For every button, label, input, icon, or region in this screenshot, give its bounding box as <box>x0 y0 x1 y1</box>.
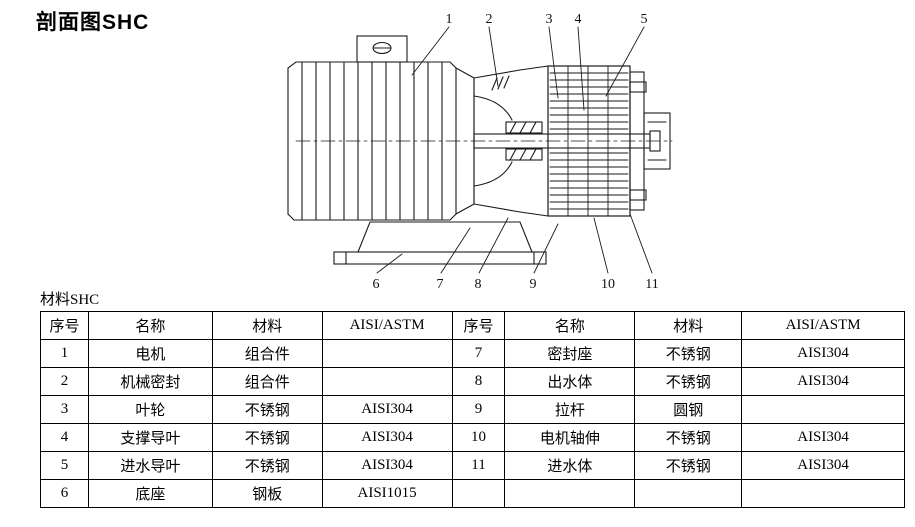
leader-11 <box>629 213 653 274</box>
table-row: 1 电机 组合件 7 密封座 不锈钢 AISI304 <box>40 339 905 368</box>
seal-housing <box>473 65 549 217</box>
col-header-no-right: 序号 <box>451 311 506 340</box>
cell: 10 <box>451 423 506 452</box>
leader-4 <box>577 26 585 111</box>
cell: 钢板 <box>211 479 323 508</box>
table-header-row: 序号 名称 材料 AISI/ASTM 序号 名称 材料 AISI/ASTM <box>40 311 905 340</box>
cell: 叶轮 <box>87 395 213 424</box>
col-header-material-right: 材料 <box>634 311 743 340</box>
callout-5-label: 5 <box>641 12 648 27</box>
cell: 不锈钢 <box>634 451 743 480</box>
cell: 出水体 <box>504 367 636 396</box>
col-header-material-left: 材料 <box>211 311 323 340</box>
cell <box>634 479 743 508</box>
motor-body <box>287 61 457 221</box>
leader-5 <box>605 26 645 97</box>
callout-1-label: 1 <box>446 12 453 27</box>
cell: 组合件 <box>211 367 323 396</box>
table-row: 5 进水导叶 不锈钢 AISI304 11 进水体 不锈钢 AISI304 <box>40 451 905 480</box>
leader-8 <box>478 217 509 274</box>
cell: 机械密封 <box>87 367 213 396</box>
cell: 进水导叶 <box>87 451 213 480</box>
table-row: 3 叶轮 不锈钢 AISI304 9 拉杆 圆钢 <box>40 395 905 424</box>
cell: 7 <box>451 339 506 368</box>
cell <box>321 339 453 368</box>
callout-11-label: 11 <box>645 277 658 292</box>
leader-9 <box>533 223 559 274</box>
cell: 电机轴伸 <box>504 423 636 452</box>
pump-cross-section-drawing: 1 2 3 4 5 6 7 8 9 10 11 <box>287 12 673 292</box>
table-row: 6 底座 钢板 AISI1015 <box>40 479 905 508</box>
cell: 3 <box>40 395 89 424</box>
cell: 不锈钢 <box>634 367 743 396</box>
mechanical-seal <box>505 121 543 161</box>
cell: 不锈钢 <box>211 451 323 480</box>
cell: 9 <box>451 395 506 424</box>
leader-6 <box>376 253 403 274</box>
cell <box>321 367 453 396</box>
cell: 电机 <box>87 339 213 368</box>
cell: 不锈钢 <box>634 423 743 452</box>
cell: AISI1015 <box>321 479 453 508</box>
pump-base <box>333 221 547 265</box>
cell: 8 <box>451 367 506 396</box>
leader-3 <box>548 26 559 99</box>
cell: 密封座 <box>504 339 636 368</box>
materials-table: 序号 名称 材料 AISI/ASTM 序号 名称 材料 AISI/ASTM 1 … <box>40 311 905 508</box>
page-title: 剖面图SHC <box>36 11 150 34</box>
cell <box>504 479 636 508</box>
cell: AISI304 <box>741 423 905 452</box>
materials-table-label: 材料SHC <box>40 292 100 308</box>
cell: 11 <box>451 451 506 480</box>
cell: 不锈钢 <box>211 423 323 452</box>
cell <box>741 395 905 424</box>
cell <box>451 479 506 508</box>
col-header-no-left: 序号 <box>40 311 89 340</box>
cell: 支撑导叶 <box>87 423 213 452</box>
cell: 组合件 <box>211 339 323 368</box>
cell: AISI304 <box>321 423 453 452</box>
leader-2 <box>488 26 499 87</box>
table-row: 4 支撑导叶 不锈钢 AISI304 10 电机轴伸 不锈钢 AISI304 <box>40 423 905 452</box>
cell <box>741 479 905 508</box>
cell: 1 <box>40 339 89 368</box>
leader-10 <box>593 217 609 274</box>
cell: 2 <box>40 367 89 396</box>
cell: AISI304 <box>741 367 905 396</box>
leader-1 <box>411 26 450 76</box>
callout-3-label: 3 <box>546 12 553 27</box>
callout-9-label: 9 <box>530 277 537 292</box>
cell: AISI304 <box>741 451 905 480</box>
callout-7-label: 7 <box>437 277 444 292</box>
terminal-box <box>356 35 408 63</box>
callout-8-label: 8 <box>475 277 482 292</box>
table-row: 2 机械密封 组合件 8 出水体 不锈钢 AISI304 <box>40 367 905 396</box>
cell: AISI304 <box>741 339 905 368</box>
callout-4-label: 4 <box>575 12 582 27</box>
cell: 底座 <box>87 479 213 508</box>
col-header-name-left: 名称 <box>87 311 213 340</box>
outlet-port <box>643 112 671 170</box>
cell: AISI304 <box>321 395 453 424</box>
cell: 不锈钢 <box>211 395 323 424</box>
cell: 4 <box>40 423 89 452</box>
cell: AISI304 <box>321 451 453 480</box>
col-header-name-right: 名称 <box>504 311 636 340</box>
callout-leaders <box>376 26 653 274</box>
cell: 6 <box>40 479 89 508</box>
leader-7 <box>440 227 471 274</box>
col-header-aisi-left: AISI/ASTM <box>321 311 453 340</box>
cell: 5 <box>40 451 89 480</box>
callout-2-label: 2 <box>486 12 493 27</box>
callout-6-label: 6 <box>373 277 380 292</box>
pump-shaft <box>473 130 661 152</box>
callout-10-label: 10 <box>601 277 615 292</box>
col-header-aisi-right: AISI/ASTM <box>741 311 905 340</box>
cell: 不锈钢 <box>634 339 743 368</box>
cell: 拉杆 <box>504 395 636 424</box>
cell: 进水体 <box>504 451 636 480</box>
cell: 圆钢 <box>634 395 743 424</box>
